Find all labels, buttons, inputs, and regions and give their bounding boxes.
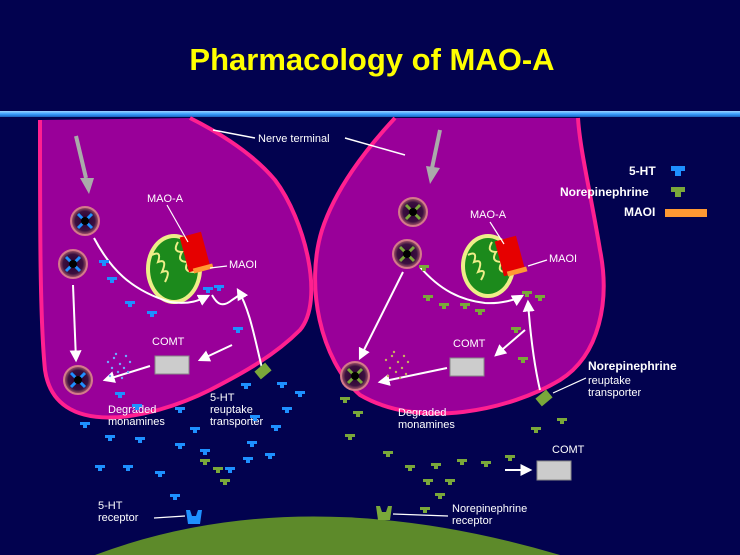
norepinephrine-receptor xyxy=(376,506,392,520)
serotonin-molecule-icon xyxy=(671,166,685,176)
mao-a-enzyme-right xyxy=(494,235,526,277)
legend-label-maoi: MAOI xyxy=(624,205,655,219)
incoming-impulse-arrow-left xyxy=(74,135,94,194)
comt-label-right: COMT xyxy=(453,338,486,350)
transporter-label-right: reuptake transporter xyxy=(588,375,642,399)
transporter-title-right: Norepinephrine xyxy=(588,359,677,373)
serotonin-reuptake-transporter xyxy=(254,362,272,380)
comt-label-left: COMT xyxy=(152,336,185,348)
comt-box-left xyxy=(154,355,190,375)
maoi-label-right: MAOI xyxy=(549,253,577,265)
pathway-arrows-right xyxy=(358,266,541,476)
maoi-label-left: MAOI xyxy=(229,259,257,271)
maoi-bar-left xyxy=(192,263,214,274)
maoi-bar-right xyxy=(506,266,528,277)
vesicle-left-3 xyxy=(63,365,93,395)
degraded-label-left: Degraded monamines xyxy=(108,404,165,428)
vesicle-right-3 xyxy=(340,361,370,391)
title-separator xyxy=(0,111,740,117)
legend-label-norepinephrine: Norepinephrine xyxy=(560,185,649,199)
vesicle-left-2 xyxy=(58,249,88,279)
incoming-impulse-arrow-right xyxy=(426,129,442,184)
vesicle-right-2 xyxy=(392,239,422,269)
comt-label-outside: COMT xyxy=(552,444,585,456)
vesicle-left-1 xyxy=(70,206,100,236)
degraded-monamines-left xyxy=(106,352,132,380)
nerve-terminal-label: Nerve terminal xyxy=(258,133,330,145)
norepinephrine-reuptake-transporter xyxy=(535,389,553,407)
mao-a-label-right: MAO-A xyxy=(470,209,507,221)
receptor-label-left: 5-HT receptor xyxy=(98,500,139,524)
serotonin-receptor xyxy=(186,510,202,524)
legend: 5-HT Norepinephrine MAOI xyxy=(560,164,707,219)
receptor-label-right: Norepinephrine receptor xyxy=(452,503,530,527)
legend-label-serotonin: 5-HT xyxy=(629,164,656,178)
vesicle-right-1 xyxy=(398,197,428,227)
maoi-bar-icon xyxy=(665,209,707,217)
transporter-label-left: 5-HT reuptake transporter xyxy=(210,392,264,428)
degraded-monamines-right xyxy=(384,350,410,380)
norepinephrine-molecule-icon xyxy=(671,187,685,197)
degraded-label-right: Degraded monamines xyxy=(398,407,455,431)
page-title: Pharmacology of MAO-A xyxy=(189,42,554,77)
comt-box-right xyxy=(449,357,485,377)
postsynaptic-cell xyxy=(95,516,560,555)
mao-a-label-left: MAO-A xyxy=(147,193,184,205)
comt-box-outside xyxy=(536,460,572,481)
